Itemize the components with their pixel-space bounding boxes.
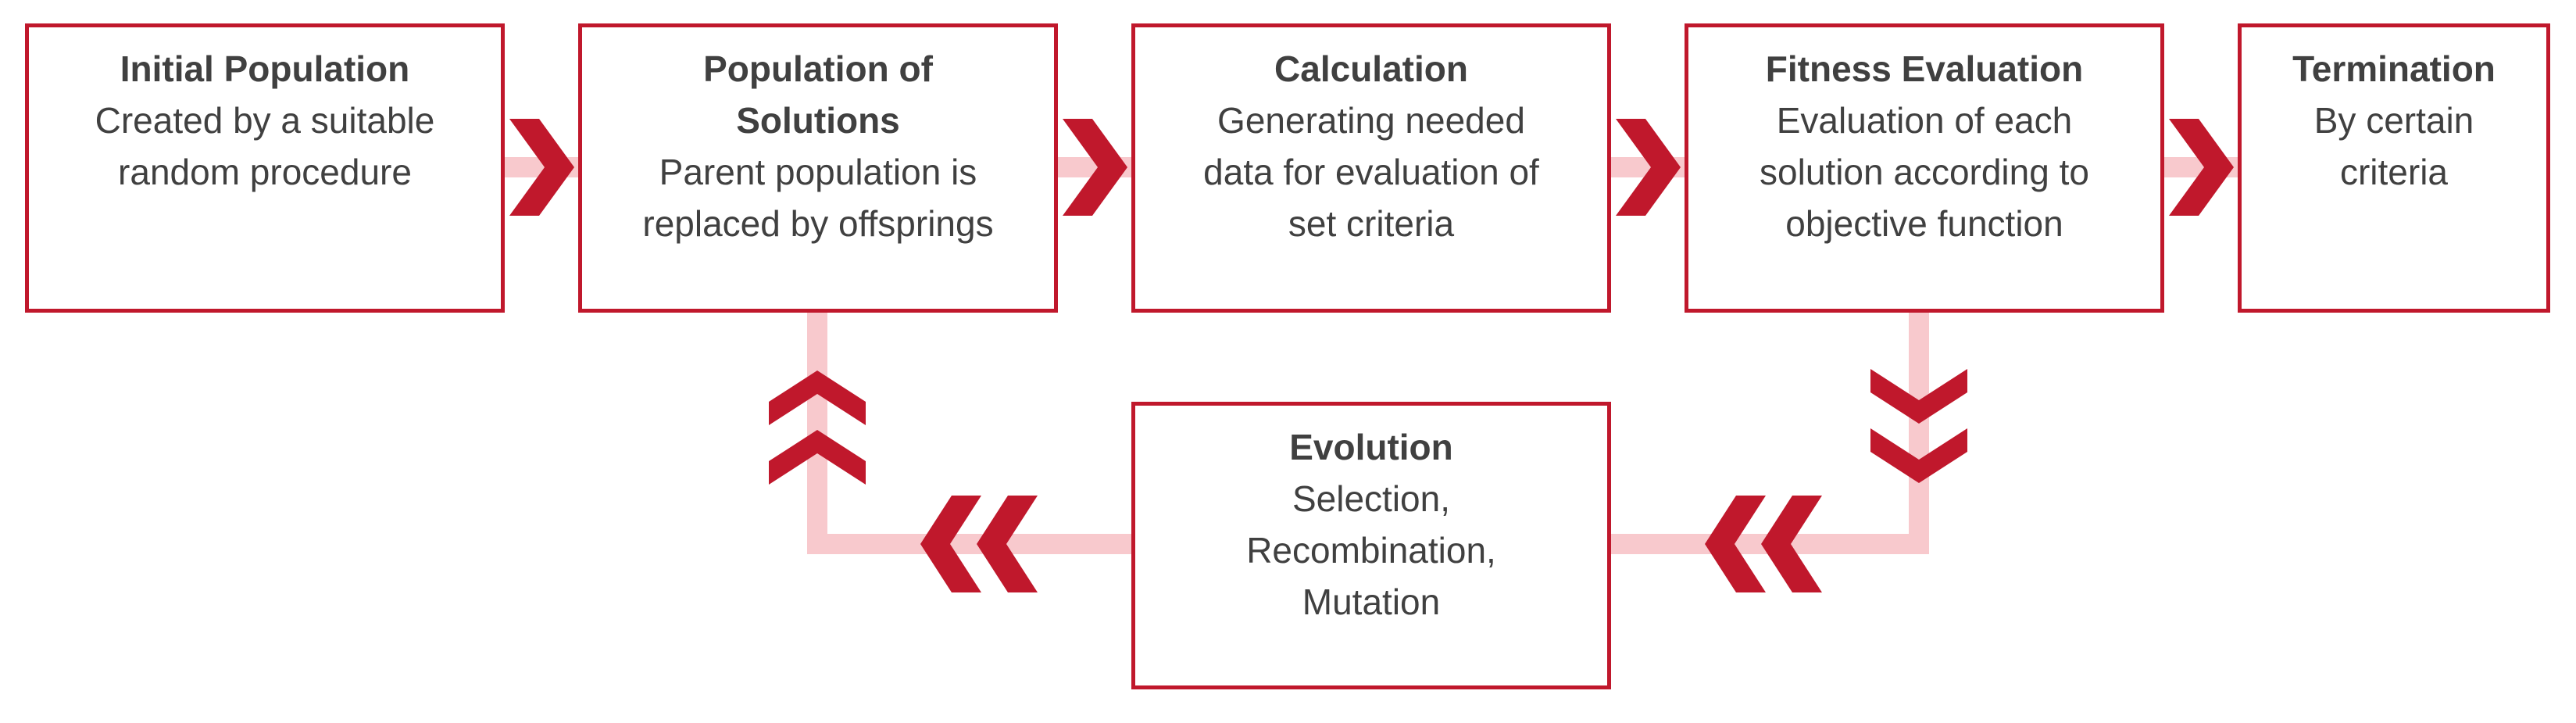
- double-chevron-down-icon: [1870, 369, 1967, 483]
- double-chevron-left-icon: [1705, 496, 1822, 592]
- step-title: Population of Solutions: [703, 48, 933, 141]
- step-calculation: Calculation Generating needed data for e…: [1131, 23, 1611, 313]
- step-description: Generating needed data for evaluation of…: [1203, 100, 1539, 244]
- step-fitness-evaluation: Fitness Evaluation Evaluation of each so…: [1685, 23, 2164, 313]
- chevron-left-icon: [920, 496, 981, 592]
- step-description: Parent population is replaced by offspri…: [642, 152, 994, 244]
- step-initial-population: Initial Population Created by a suitable…: [25, 23, 505, 313]
- step-evolution: Evolution Selection, Recombination, Muta…: [1131, 402, 1611, 689]
- step-description: Created by a suitable random procedure: [95, 100, 435, 192]
- chevron-up-icon: [769, 370, 866, 425]
- chevron-right-icon: [1616, 119, 1681, 216]
- chevron-down-icon: [1870, 369, 1967, 424]
- chevron-right-icon: [1063, 119, 1127, 216]
- step-title: Termination: [2292, 48, 2496, 89]
- double-chevron-up-icon: [769, 370, 866, 485]
- chevron-right-icon: [2169, 119, 2234, 216]
- chevron-left-icon: [1705, 496, 1766, 592]
- evolution-title: Evolution: [1289, 427, 1453, 467]
- chevron-up-icon: [769, 430, 866, 485]
- chevron-left-icon: [977, 496, 1038, 592]
- step-title: Initial Population: [120, 48, 410, 89]
- step-termination: Termination By certain criteria: [2238, 23, 2550, 313]
- double-chevron-left-icon: [920, 496, 1038, 592]
- evolution-description: Selection, Recombination, Mutation: [1246, 478, 1496, 622]
- step-description: Evaluation of each solution according to…: [1760, 100, 2089, 244]
- chevron-right-icon: [509, 119, 574, 216]
- step-population-of-solutions: Population of Solutions Parent populatio…: [578, 23, 1058, 313]
- step-description: By certain criteria: [2313, 100, 2474, 192]
- step-title: Calculation: [1274, 48, 1468, 89]
- chevron-left-icon: [1761, 496, 1822, 592]
- chevron-down-icon: [1870, 428, 1967, 483]
- step-title: Fitness Evaluation: [1765, 48, 2084, 89]
